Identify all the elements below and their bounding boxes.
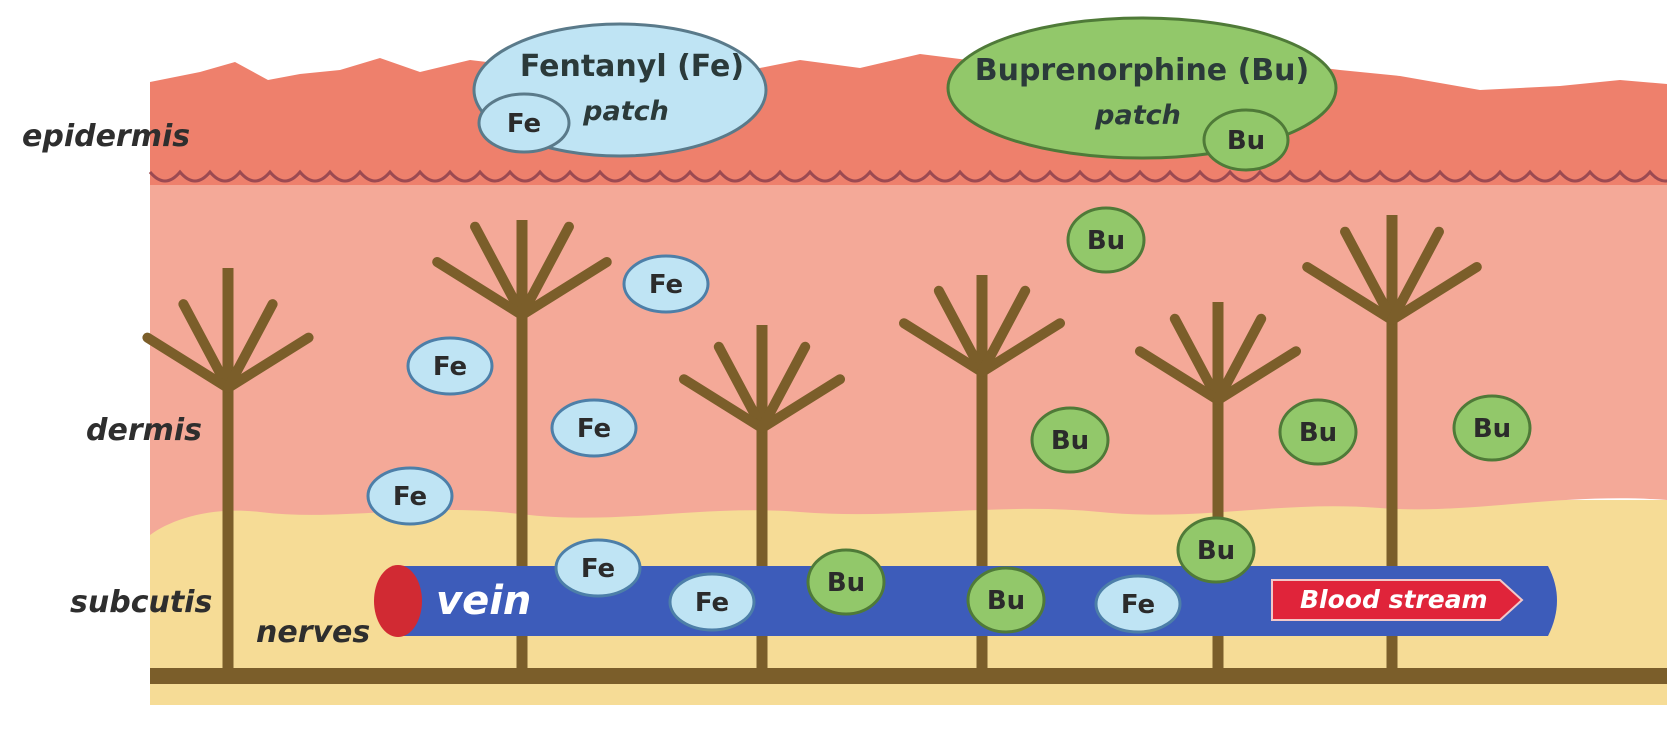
fentanyl-molecule: Fe xyxy=(552,400,636,456)
fentanyl-molecule: Fe xyxy=(624,256,708,312)
nerves-label: nerves xyxy=(256,615,370,650)
molecule-label: Fe xyxy=(433,352,467,382)
buprenorphine-molecule: Bu xyxy=(1032,408,1108,472)
molecule-label: Fe xyxy=(581,554,615,584)
molecule-label: Bu xyxy=(1299,418,1337,448)
molecule-label: Fe xyxy=(649,270,683,300)
vein-opening xyxy=(374,565,422,637)
buprenorphine-molecule: Bu xyxy=(1454,396,1530,460)
molecule-label: Bu xyxy=(1197,536,1235,566)
molecule-label: Bu xyxy=(987,586,1025,616)
fentanyl-patch-molecule-label: Fe xyxy=(507,109,541,139)
fentanyl-molecule: Fe xyxy=(1096,576,1180,632)
fentanyl-molecule: Fe xyxy=(408,338,492,394)
epidermis-layer xyxy=(150,54,1667,185)
buprenorphine-molecule: Bu xyxy=(808,550,884,614)
molecule-label: Bu xyxy=(1087,226,1125,256)
fentanyl-molecule: Fe xyxy=(556,540,640,596)
epidermis-label: epidermis xyxy=(22,119,190,154)
buprenorphine-molecule: Bu xyxy=(1178,518,1254,582)
buprenorphine-patch-molecule-label: Bu xyxy=(1227,126,1265,156)
buprenorphine-patch-subtitle: patch xyxy=(1094,100,1181,131)
molecule-label: Bu xyxy=(827,568,865,598)
molecule-label: Fe xyxy=(695,588,729,618)
fentanyl-patch-title: Fentanyl (Fe) xyxy=(520,49,744,84)
fentanyl-molecule: Fe xyxy=(368,468,452,524)
dermis-label: dermis xyxy=(86,413,202,448)
vein-label: vein xyxy=(436,578,531,624)
fentanyl-patch-subtitle: patch xyxy=(582,96,669,127)
buprenorphine-molecule: Bu xyxy=(1280,400,1356,464)
fentanyl-molecule: Fe xyxy=(670,574,754,630)
molecule-label: Bu xyxy=(1051,426,1089,456)
buprenorphine-molecule: Bu xyxy=(968,568,1044,632)
buprenorphine-patch-title: Buprenorphine (Bu) xyxy=(975,53,1310,88)
molecule-label: Bu xyxy=(1473,414,1511,444)
vein: vein Blood stream xyxy=(374,565,1557,637)
buprenorphine-molecule: Bu xyxy=(1068,208,1144,272)
nerve-base-line xyxy=(150,668,1667,684)
subcutis-label: subcutis xyxy=(70,585,212,620)
molecule-label: Fe xyxy=(393,482,427,512)
fentanyl-patch: Fentanyl (Fe) patch Fe xyxy=(474,24,766,156)
molecule-label: Fe xyxy=(577,414,611,444)
molecule-label: Fe xyxy=(1121,590,1155,620)
blood-stream-label: Blood stream xyxy=(1300,585,1488,614)
